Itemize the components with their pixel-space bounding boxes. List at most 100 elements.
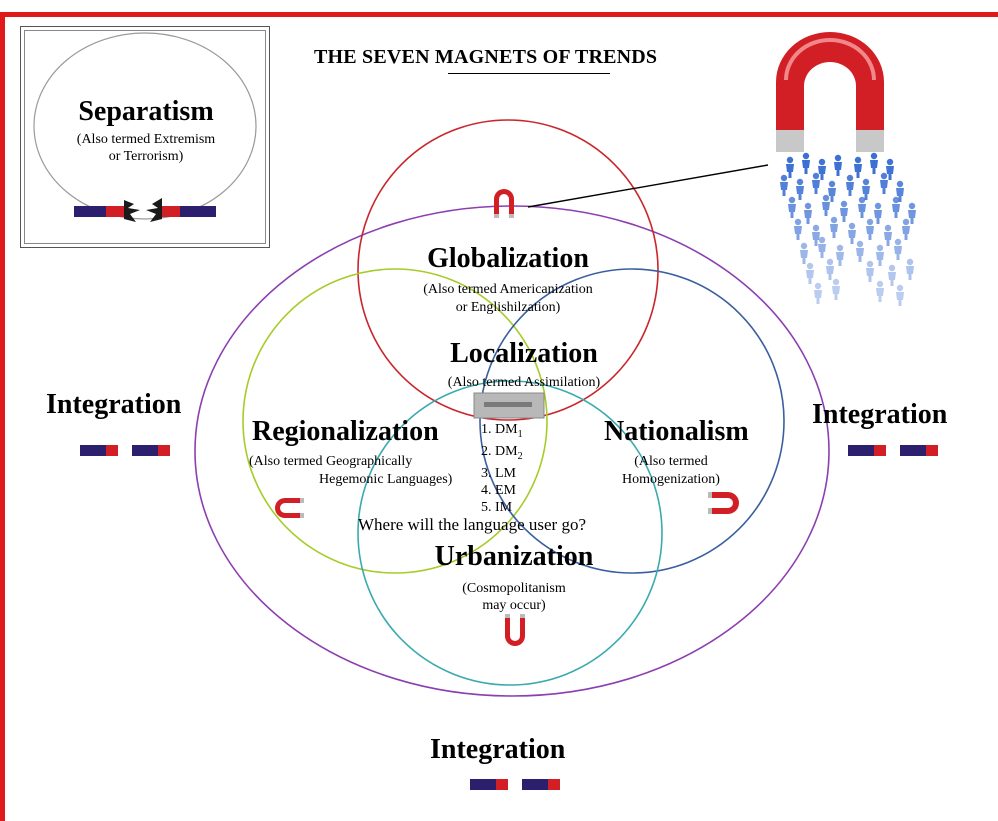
bar-magnet-icon-left-1	[80, 445, 118, 456]
person-figure	[906, 258, 914, 280]
bar-magnet-icon-right-1	[848, 445, 886, 456]
mode-item: 2. DM2	[481, 443, 523, 465]
mode-item: 3. LM	[481, 465, 523, 482]
person-figure	[830, 216, 838, 238]
person-figure	[848, 222, 856, 244]
urbanization-circle	[357, 380, 663, 686]
person-figure	[876, 280, 884, 302]
regionalization-circle	[242, 268, 548, 574]
person-figure	[902, 218, 910, 240]
regionalization-magnet-icon	[275, 498, 304, 518]
person-figure	[818, 158, 826, 180]
person-figure	[858, 196, 866, 218]
separatism-box	[20, 26, 270, 248]
nationalism-circle	[479, 268, 785, 574]
person-figure	[794, 218, 802, 240]
mode-label: 3. LM	[481, 465, 516, 481]
mode-subscript: 1	[517, 428, 523, 440]
person-figure	[884, 224, 892, 246]
connector-line	[527, 164, 769, 208]
people-cluster-icon	[780, 152, 916, 306]
person-figure	[886, 158, 894, 180]
globalization-label: Globalization	[427, 243, 589, 274]
regionalization-note-line1: (Also termed Geographically	[249, 454, 413, 469]
person-figure	[800, 242, 808, 264]
person-figure	[822, 194, 830, 216]
person-figure	[812, 224, 820, 246]
nationalism-note-line1: (Also termed	[634, 454, 708, 469]
integration-label-left: Integration	[46, 389, 182, 420]
page-title: THE SEVEN MAGNETS OF TRENDS	[314, 46, 658, 68]
person-figure	[854, 156, 862, 178]
globalization-circle	[357, 119, 659, 421]
person-figure	[862, 178, 870, 200]
person-figure	[812, 172, 820, 194]
nationalism-label: Nationalism	[604, 416, 749, 447]
person-figure	[828, 180, 836, 202]
localization-label: Localization	[450, 338, 598, 369]
integration-label-bottom: Integration	[430, 734, 566, 765]
separatism-note-line2: or Terrorism)	[108, 149, 184, 164]
frame-left-border	[0, 12, 5, 821]
separatism-box-inner-frame	[24, 30, 266, 244]
person-figure	[896, 180, 904, 202]
person-figure	[892, 196, 900, 218]
urbanization-magnet-icon	[505, 614, 525, 646]
mode-item: 1. DM1	[481, 421, 523, 443]
urbanization-note-line1: (Cosmopolitanism	[462, 581, 566, 596]
person-figure	[780, 174, 788, 196]
person-figure	[866, 218, 874, 240]
globalization-note-line1: (Also termed Americanization	[423, 282, 593, 297]
person-figure	[802, 152, 810, 174]
person-figure	[806, 262, 814, 284]
title-underline	[448, 73, 610, 74]
person-figure	[788, 196, 796, 218]
person-figure	[874, 202, 882, 224]
bar-magnet-icon-bottom-2	[522, 779, 560, 790]
bar-magnet-icon-bottom-1	[470, 779, 508, 790]
mode-subscript: 2	[517, 450, 523, 462]
person-figure	[856, 240, 864, 262]
person-figure	[870, 152, 878, 174]
separatism-label: Separatism	[78, 96, 214, 127]
person-figure	[832, 278, 840, 300]
urbanization-label: Urbanization	[434, 541, 594, 572]
mode-label: 5. IM	[481, 499, 513, 515]
mode-label: 2. DM	[481, 443, 518, 459]
broken-magnet-icon	[74, 198, 216, 222]
person-figure	[814, 282, 822, 304]
urbanization-note-line2: may occur)	[482, 598, 546, 613]
mode-item: 4. EM	[481, 482, 523, 499]
person-figure	[818, 236, 826, 258]
person-figure	[836, 244, 844, 266]
mode-label: 4. EM	[481, 482, 516, 498]
regionalization-note-line2: Hegemonic Languages)	[319, 472, 453, 487]
center-box-bar	[484, 402, 532, 407]
localization-note-line1: (Also termed Assimilation)	[447, 375, 601, 390]
person-figure	[796, 178, 804, 200]
mode-item: 5. IM	[481, 499, 523, 516]
separatism-circle	[33, 32, 257, 220]
horseshoe-magnet-icon	[776, 32, 884, 152]
person-figure	[880, 172, 888, 194]
person-figure	[846, 174, 854, 196]
frame-top-border	[0, 12, 998, 17]
person-figure	[894, 238, 902, 260]
person-figure	[908, 202, 916, 224]
person-figure	[826, 258, 834, 280]
person-figure	[896, 284, 904, 306]
person-figure	[840, 200, 848, 222]
person-figure	[804, 202, 812, 224]
regionalization-label: Regionalization	[252, 416, 439, 447]
person-figure	[786, 156, 794, 178]
nationalism-magnet-icon	[708, 492, 739, 514]
nationalism-note-line2: Homogenization)	[622, 472, 720, 487]
globalization-note-line2: or Englishilzation)	[455, 300, 561, 315]
bar-magnet-icon-left-2	[132, 445, 170, 456]
separatism-note-line1: (Also termed Extremism	[76, 132, 216, 147]
person-figure	[888, 264, 896, 286]
person-figure	[834, 154, 842, 176]
person-figure	[866, 260, 874, 282]
